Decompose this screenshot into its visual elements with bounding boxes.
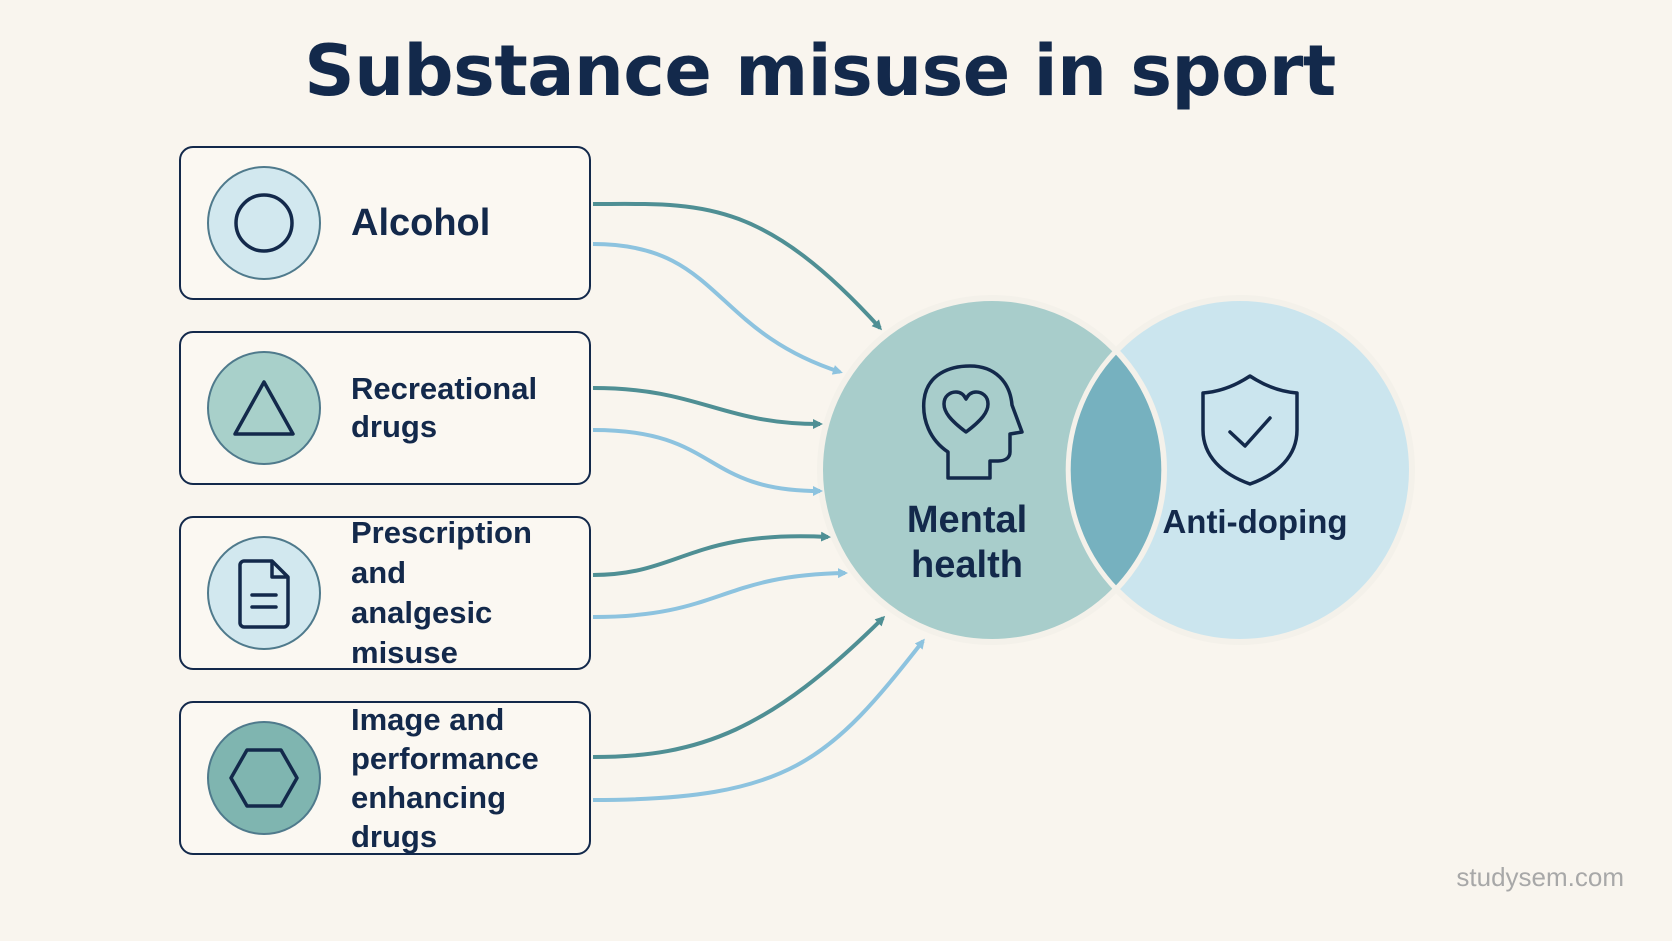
substance-label-recreational-drugs: Recreational drugs (351, 371, 538, 444)
substance-label-prescription: Prescription and analgesic misuse (351, 515, 532, 670)
document-icon (207, 536, 321, 650)
hexagon-icon (207, 721, 321, 835)
mental-health-label: Mental health (906, 499, 1028, 586)
arrow-alcohol-dark (592, 201, 883, 331)
arrow-recreational-light (592, 428, 823, 496)
triangle-icon (207, 351, 321, 465)
substance-label-alcohol: Alcohol (351, 202, 491, 244)
overlap-region (1065, 347, 1167, 593)
arrow-ped-dark (592, 615, 886, 759)
footer-watermark: studysem.com (1456, 862, 1624, 892)
arrow-recreational-dark (592, 386, 823, 429)
shield-check-icon (1201, 374, 1299, 486)
substance-card-recreational-drugs: Recreational drugs (179, 331, 591, 485)
anti-doping-label: Anti-doping (1162, 503, 1348, 540)
diagram-title: Substance misuse in sport (304, 30, 1336, 112)
arrow-ped-light (592, 638, 925, 802)
head-heart-icon (921, 364, 1024, 480)
arrow-prescription-light (592, 568, 848, 619)
circle-icon (207, 166, 321, 280)
substance-card-alcohol: Alcohol (179, 146, 591, 300)
substance-label-ped: Image and performance enhancing drugs (351, 702, 539, 854)
arrow-alcohol-light (592, 242, 843, 375)
substance-card-ped: Image and performance enhancing drugs (179, 701, 591, 855)
substance-card-prescription: Prescription and analgesic misuse (179, 515, 591, 670)
arrow-prescription-dark (592, 531, 831, 577)
